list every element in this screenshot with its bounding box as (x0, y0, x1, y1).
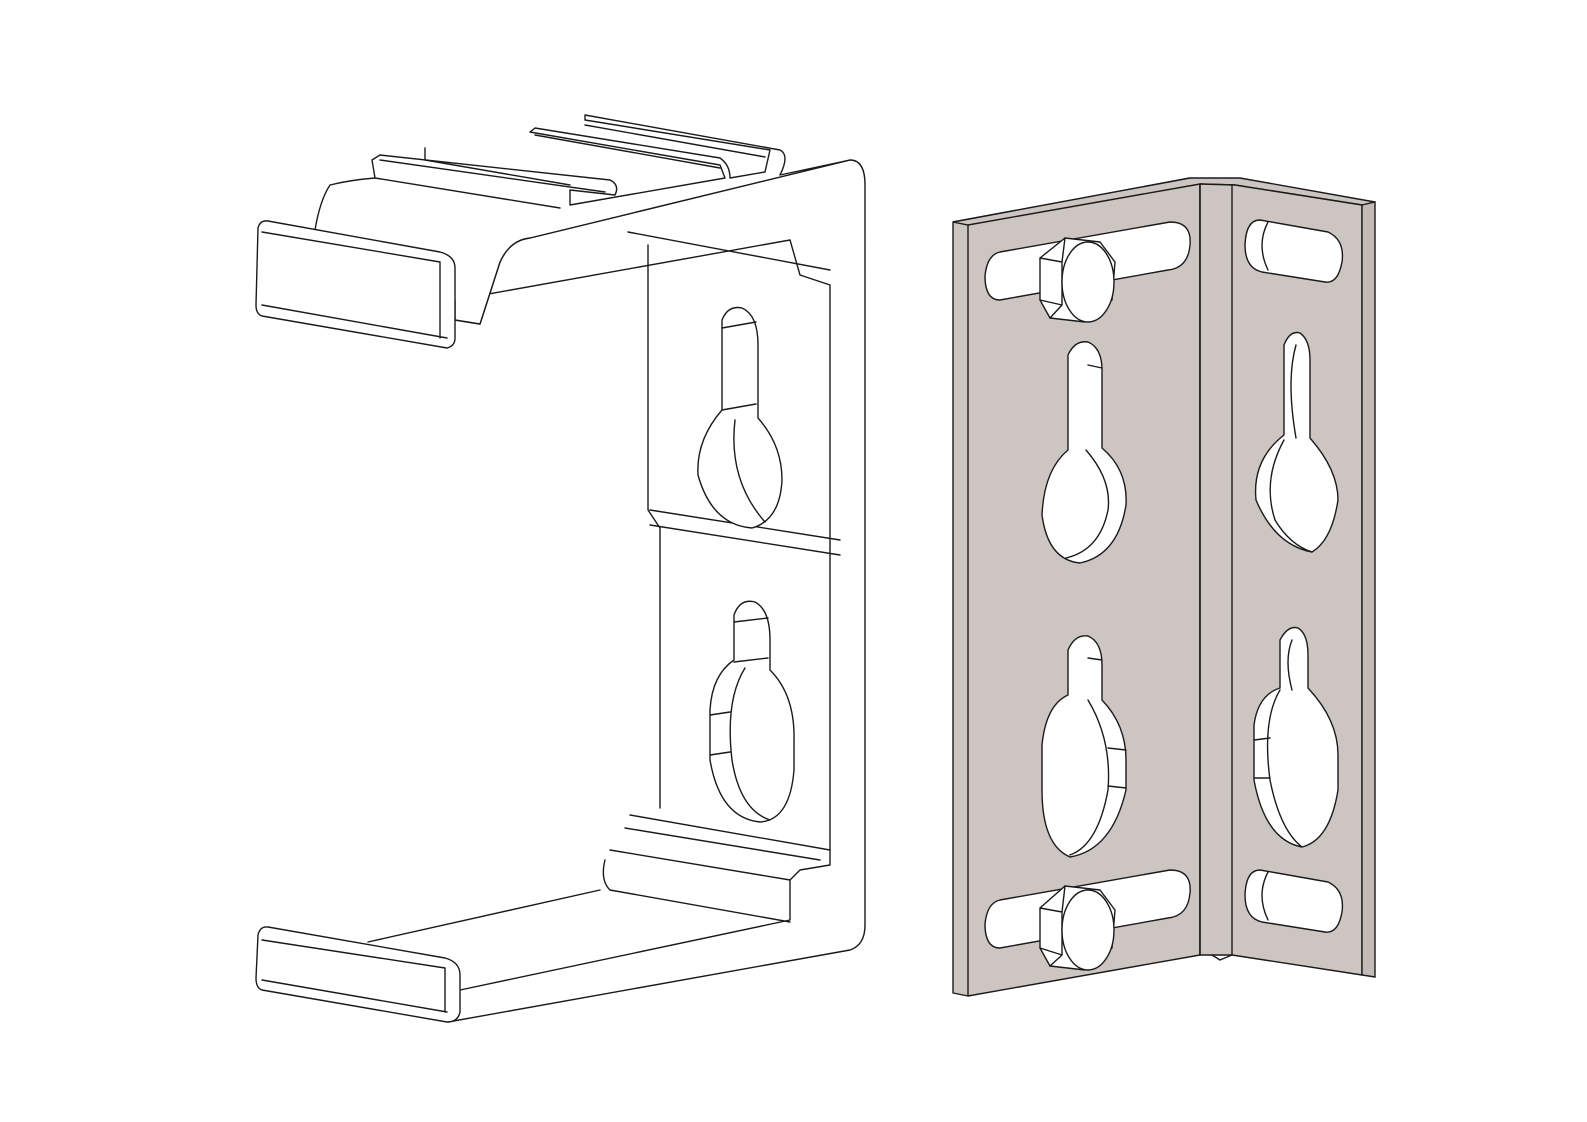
angle-right-face (1199, 183, 1363, 976)
keyhole-left-upper (1041, 341, 1127, 564)
bolt-top (1039, 237, 1116, 323)
top-lip (255, 220, 456, 349)
c-channel-bracket (255, 114, 866, 1023)
angle-bracket-with-bolts (952, 177, 1376, 997)
keyhole-right-lower (1253, 626, 1339, 848)
bolt-bottom (1039, 885, 1116, 971)
slot-bottom-right (1244, 869, 1344, 933)
keyhole-upper (697, 306, 783, 529)
keyhole-right-upper (1254, 331, 1339, 553)
keyhole-lower (709, 600, 795, 823)
slot-top-right (1244, 219, 1344, 283)
angle-right-edge (1361, 201, 1376, 978)
bracket-body (447, 159, 866, 1023)
bottom-lip (255, 926, 461, 1023)
